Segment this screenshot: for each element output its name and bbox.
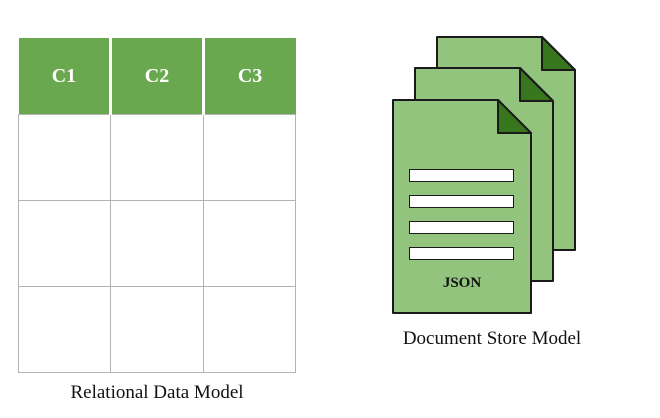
table-header-row: C1 C2 C3 (18, 38, 296, 115)
relational-table: C1 C2 C3 (17, 38, 297, 373)
table-cell (110, 200, 204, 287)
json-label: JSON (442, 275, 482, 291)
folded-corner-icon (541, 36, 576, 71)
table-cell (202, 286, 297, 373)
document-text-line (409, 221, 514, 234)
folded-corner-icon (519, 67, 554, 102)
document-stack: JSON (392, 36, 592, 322)
document-text-line (409, 169, 514, 182)
document-page-front: JSON (392, 99, 532, 314)
table-cell (17, 200, 112, 287)
table-row (17, 114, 297, 201)
table-cell (110, 286, 204, 373)
table-cell (17, 286, 112, 373)
document-text-line (409, 195, 514, 208)
folded-corner-icon (497, 99, 532, 134)
table-cell (202, 114, 297, 201)
table-row (17, 286, 297, 373)
relational-table-grid: C1 C2 C3 (17, 38, 297, 373)
table-cell (110, 114, 204, 201)
document-text-line (409, 247, 514, 260)
table-cell (17, 114, 112, 201)
relational-model-label: Relational Data Model (70, 382, 244, 403)
table-row (17, 200, 297, 287)
document-store-label: Document Store Model (402, 328, 582, 349)
column-header-c2: C2 (109, 38, 204, 115)
column-header-c1: C1 (18, 38, 111, 115)
table-cell (202, 200, 297, 287)
column-header-c3: C3 (201, 38, 296, 115)
